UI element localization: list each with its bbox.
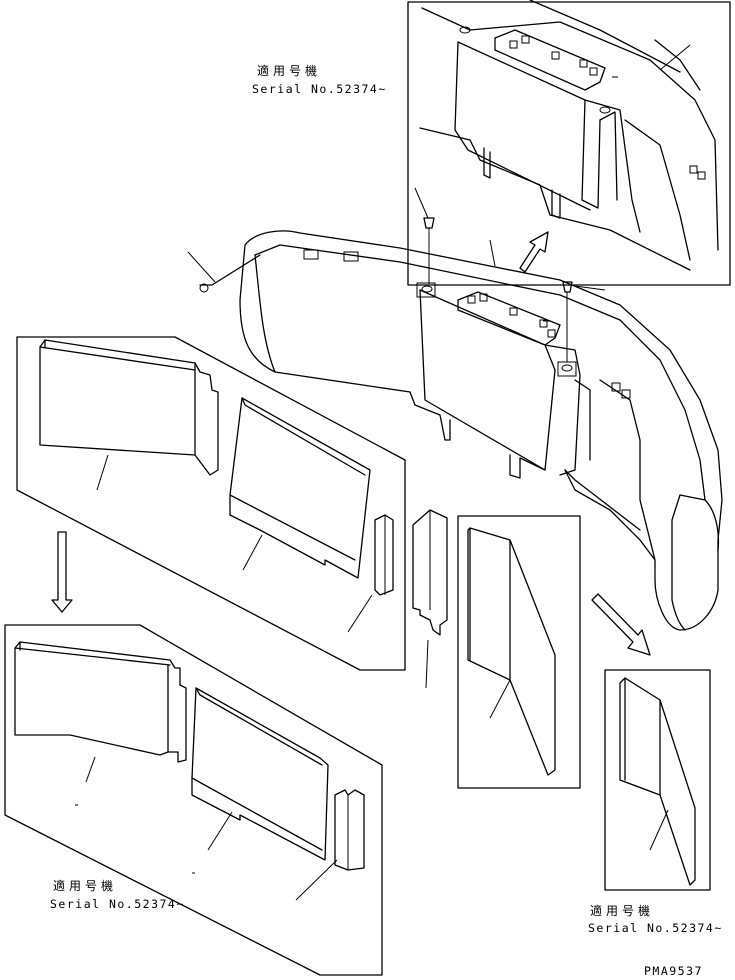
note-bottom-right-jp: 適用号機 [590,903,654,918]
note-top-jp: 適用号機 [257,63,321,78]
note-bottom-left-jp: 適用号機 [53,878,117,893]
note-bottom-left: 適用号機 Serial No.52374~ [50,878,185,911]
note-bottom-right-serial: Serial No.52374~ [588,921,723,935]
detail-frame-top [407,0,731,286]
arrow-diagonal [591,593,651,656]
strip-center [412,509,448,689]
note-bottom-right: 適用号機 Serial No.52374~ [588,903,723,935]
main-cover-assembly [187,44,723,631]
note-top: 適用号機 Serial No.52374~ [252,63,387,96]
left-panel-group [16,336,406,671]
note-top-serial: Serial No.52374~ [252,82,387,96]
middle-panel-frame [457,515,581,789]
drawing-code: PMA9537 [644,964,703,978]
arrow-to-detail [519,231,549,273]
detail-frame-bottom-left [4,624,383,976]
arrow-down [51,531,73,613]
note-bottom-left-serial: Serial No.52374~ [50,897,185,911]
detail-frame-bottom-right [604,669,711,891]
